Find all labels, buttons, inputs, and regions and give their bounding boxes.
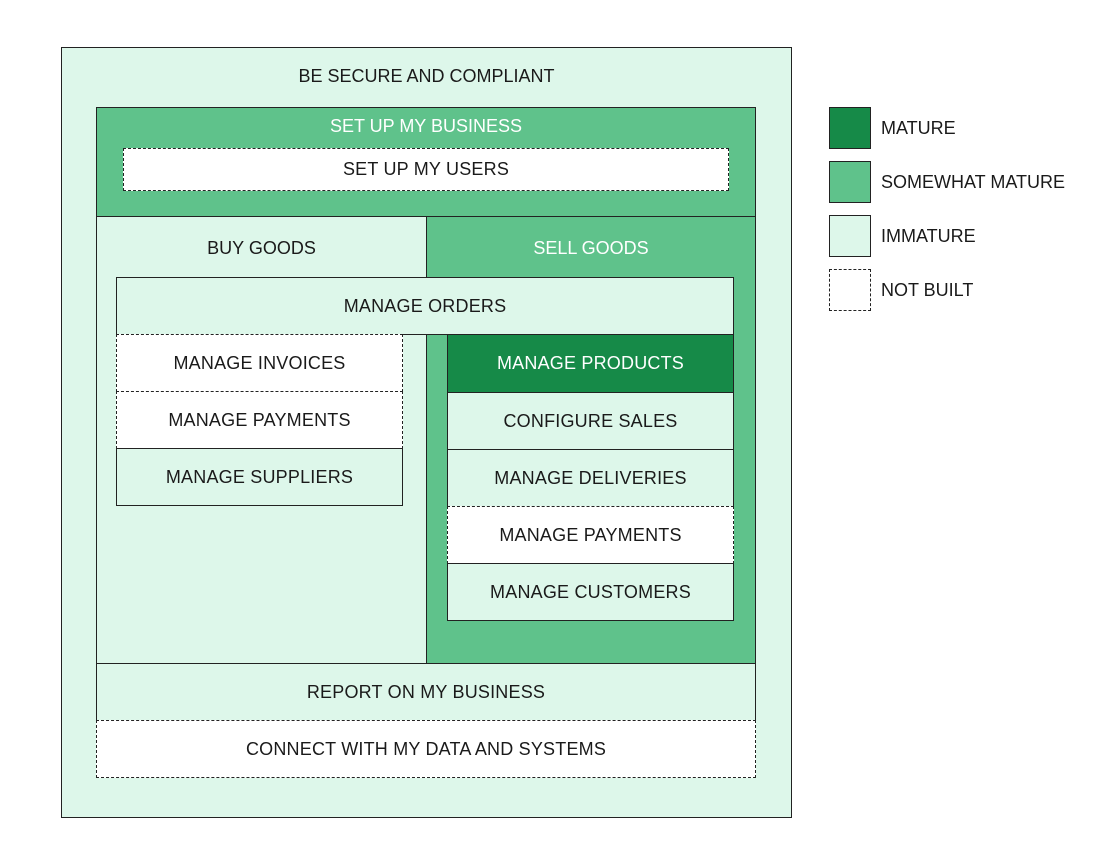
sell-manage-payments-box: MANAGE PAYMENTS: [447, 506, 734, 564]
sell-manage-products-box: MANAGE PRODUCTS: [447, 334, 734, 393]
sell-manage-customers-box: MANAGE CUSTOMERS: [447, 563, 734, 621]
set-up-my-business-label: SET UP MY BUSINESS: [329, 116, 523, 136]
legend-swatch-not-built: [829, 269, 871, 311]
report-on-my-business-box: REPORT ON MY BUSINESS: [96, 663, 756, 721]
buy-goods-label: BUY GOODS: [207, 238, 316, 258]
buy-manage-suppliers-box: MANAGE SUPPLIERS: [116, 448, 403, 506]
connect-with-my-data-box: CONNECT WITH MY DATA AND SYSTEMS: [96, 720, 756, 778]
sell-manage-deliveries-box: MANAGE DELIVERIES: [447, 449, 734, 507]
sell-configure-sales-box: CONFIGURE SALES: [447, 392, 734, 450]
sell-goods-label: SELL GOODS: [533, 238, 649, 258]
legend-label-not-built: NOT BUILT: [881, 280, 974, 300]
legend-swatch-mature: [829, 107, 871, 149]
set-up-my-users-box: SET UP MY USERS: [123, 148, 729, 191]
be-secure-and-compliant-label: BE SECURE AND COMPLIANT: [298, 66, 555, 86]
legend-label-somewhat-mature: SOMEWHAT MATURE: [881, 172, 1065, 192]
manage-orders-box: MANAGE ORDERS: [116, 277, 734, 335]
buy-manage-payments-box: MANAGE PAYMENTS: [116, 391, 403, 449]
legend-swatch-somewhat-mature: [829, 161, 871, 203]
legend-swatch-immature: [829, 215, 871, 257]
buy-manage-invoices-box: MANAGE INVOICES: [116, 334, 403, 392]
legend-label-mature: MATURE: [881, 118, 956, 138]
legend-label-immature: IMMATURE: [881, 226, 976, 246]
